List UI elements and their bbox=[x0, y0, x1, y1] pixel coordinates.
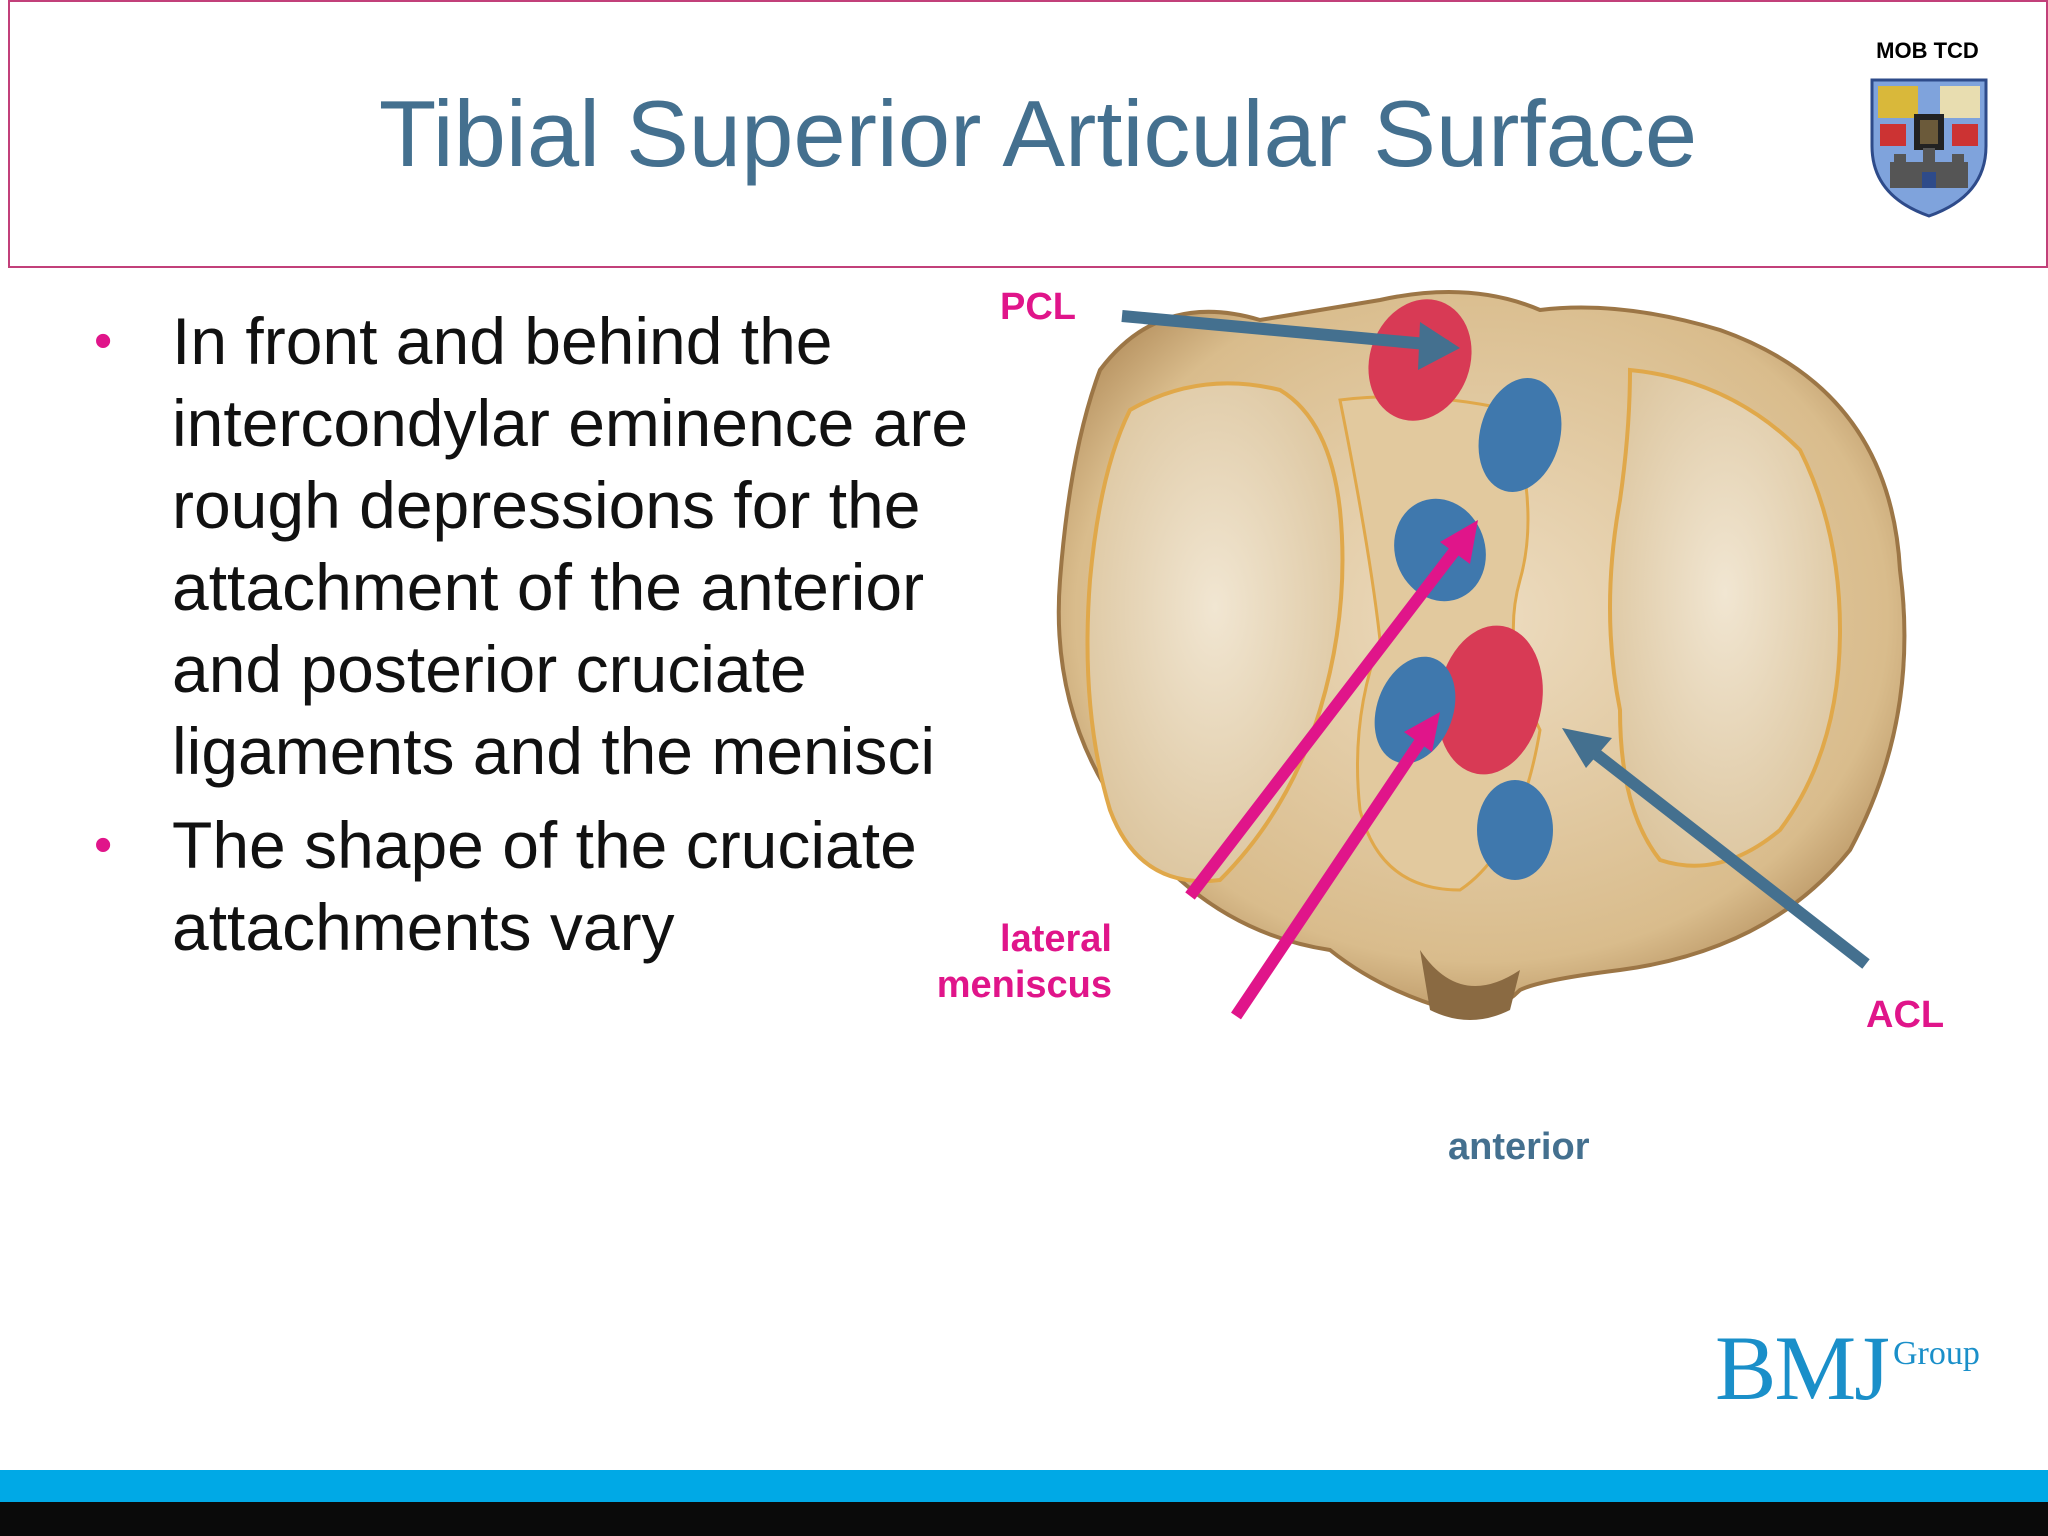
bullet-item: • In front and behind the intercondylar … bbox=[94, 300, 1034, 792]
meniscus-horn-shape bbox=[1394, 498, 1486, 602]
bullet-text: The shape of the cruciate attachments va… bbox=[172, 808, 917, 964]
crest-logo-icon bbox=[1870, 78, 1988, 218]
lateral-meniscus-arrow-posterior bbox=[1185, 520, 1478, 900]
lateral-condyle-shape bbox=[1085, 381, 1345, 884]
footer-bar-blue bbox=[0, 1470, 2048, 1502]
tibia-figure bbox=[900, 250, 2048, 1150]
title-box: Tibial Superior Articular Surface bbox=[8, 0, 2048, 268]
crest-label: MOB TCD bbox=[1876, 38, 1979, 63]
acl-attachment-shape bbox=[1437, 625, 1543, 775]
pcl-arrow bbox=[1121, 310, 1460, 370]
lateral-meniscus-label-line2: meniscus bbox=[936, 964, 1112, 1006]
anterior-label: anterior bbox=[1448, 1126, 1590, 1168]
meniscus-horn-shape bbox=[1374, 656, 1456, 764]
bullet-dot-icon: • bbox=[94, 312, 113, 370]
pcl-label: PCL bbox=[1000, 286, 1076, 328]
bmj-logo-main: BMJ bbox=[1715, 1317, 1890, 1419]
bmj-logo-sup: Group bbox=[1893, 1335, 1980, 1372]
tibia-illustration bbox=[1056, 290, 1907, 1020]
acl-label: ACL bbox=[1866, 994, 1945, 1036]
bullet-list: • In front and behind the intercondylar … bbox=[94, 300, 1034, 980]
meniscus-horn-shape bbox=[1478, 378, 1562, 492]
footer-bar-black bbox=[0, 1502, 2048, 1536]
bullet-text: In front and behind the intercondylar em… bbox=[172, 304, 969, 788]
acl-arrow bbox=[1562, 728, 1870, 969]
meniscus-horn-shape bbox=[1477, 780, 1553, 880]
lateral-meniscus-label-line1: lateral bbox=[1000, 918, 1112, 960]
bmj-group-logo: BMJ Group bbox=[1715, 1315, 2015, 1425]
slide-title: Tibial Superior Articular Surface bbox=[378, 81, 1698, 186]
lateral-meniscus-arrow-anterior bbox=[1231, 712, 1440, 1020]
bullet-dot-icon: • bbox=[94, 816, 113, 874]
bullet-item: • The shape of the cruciate attachments … bbox=[94, 804, 1034, 968]
